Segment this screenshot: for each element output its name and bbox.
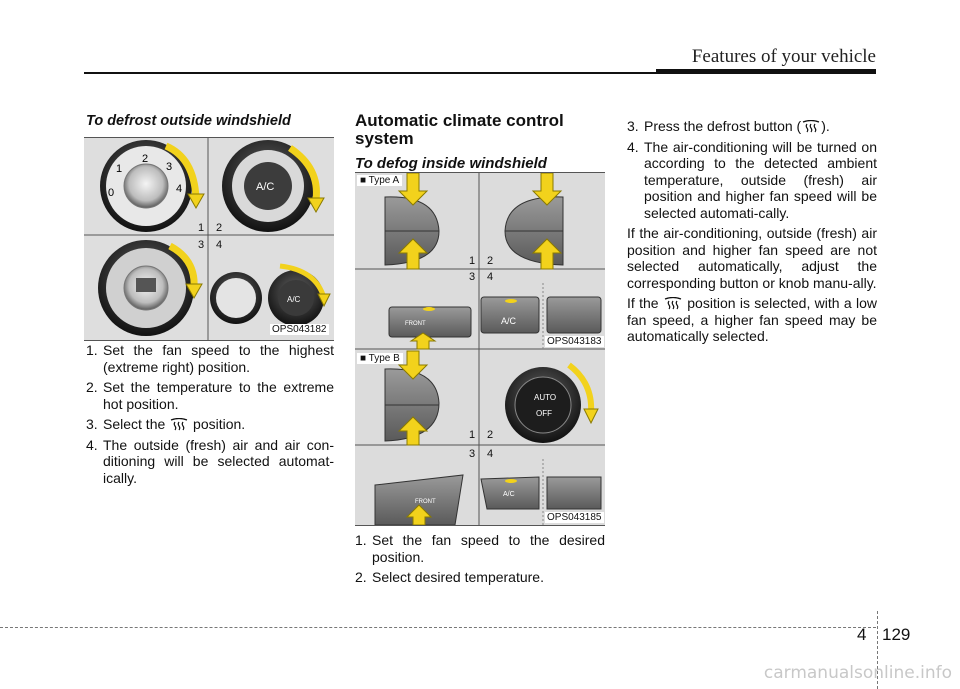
- auto-button-label: AUTO: [534, 393, 557, 402]
- front-button-label: FRONT: [405, 321, 426, 327]
- svg-text:2: 2: [142, 153, 148, 165]
- step-item: 1.Set the fan speed to the highest (extr…: [86, 342, 334, 375]
- section-heading: Automatic climate control system: [355, 111, 564, 148]
- fan-speed-knob: 0 1 2 3 4: [100, 140, 192, 232]
- step-item: 2.Select desired temperature.: [355, 569, 544, 585]
- cell-label-1: 1: [469, 429, 476, 441]
- mini-knobs: A/C: [210, 263, 331, 326]
- figure-code: OPS043182: [270, 324, 329, 335]
- sub-heading: To defog inside windshield: [355, 155, 547, 172]
- defrost-icon: [169, 418, 189, 431]
- cell-label-1: 1: [469, 255, 476, 267]
- left-steps: 1.Set the fan speed to the highest (extr…: [86, 342, 334, 490]
- svg-text:3: 3: [166, 161, 172, 173]
- right-column: 3.Press the defrost button (). 4.The air…: [627, 118, 877, 349]
- step-item: 4.The air-conditioning will be turned on…: [627, 138, 877, 221]
- body-paragraph: If the air-conditioning, outside (fresh)…: [627, 225, 877, 291]
- type-b-label: ■ Type B: [357, 353, 403, 364]
- footer-rule: [0, 627, 876, 628]
- step-item: 2.Set the temperature to the extreme hot…: [86, 379, 334, 412]
- step-item: 3.Select the position.: [86, 416, 246, 432]
- off-button-label: OFF: [536, 409, 552, 418]
- middle-figure-art: [355, 173, 605, 525]
- cell-label-4: 4: [487, 448, 494, 460]
- figure-code-a: OPS043183: [545, 336, 604, 347]
- temperature-knob: A/C: [222, 140, 314, 232]
- step-item: 4.The outside (fresh) air and air con-di…: [86, 436, 334, 486]
- running-header: Features of your vehicle: [691, 46, 876, 67]
- left-heading: To defrost outside windshield: [86, 113, 291, 129]
- left-column: To defrost outside windshield: [86, 113, 334, 130]
- left-figure: 0 1 2 3 4 A/C: [84, 137, 334, 341]
- middle-steps: 1.Set the fan speed to the desired posit…: [355, 532, 605, 590]
- cell-label-1: 1: [198, 222, 205, 234]
- defrost-icon: [801, 120, 821, 133]
- watermark: carmanualsonline.info: [763, 663, 952, 683]
- footer-divider: [877, 611, 878, 689]
- type-a-label: ■ Type A: [357, 175, 403, 186]
- ac-button-label: A/C: [503, 491, 515, 498]
- defrost-icon: [663, 297, 683, 310]
- header-rule-accent: [656, 69, 876, 74]
- svg-text:4: 4: [176, 183, 182, 195]
- left-figure-art: 0 1 2 3 4 A/C: [84, 138, 334, 340]
- step-item: 1.Set the fan speed to the desired posit…: [355, 532, 605, 565]
- svg-text:0: 0: [108, 187, 114, 199]
- svg-text:A/C: A/C: [256, 181, 274, 193]
- chapter-number: 4: [857, 625, 867, 644]
- svg-text:1: 1: [116, 163, 122, 175]
- mode-knob: [98, 240, 194, 336]
- step-item: 3.Press the defrost button ().: [627, 118, 830, 134]
- body-paragraph: If the position is selected, with a low …: [627, 295, 878, 344]
- front-button-label: FRONT: [415, 499, 436, 505]
- cell-label-2: 2: [487, 429, 494, 441]
- cell-label-4: 4: [216, 239, 223, 251]
- figure-code-b: OPS043185: [545, 512, 604, 523]
- header-rule: [84, 72, 876, 74]
- cell-label-2: 2: [487, 255, 494, 267]
- cell-label-3: 3: [469, 271, 476, 283]
- middle-column: Automatic climate control system To defo…: [355, 112, 605, 173]
- cell-label-4: 4: [487, 271, 494, 283]
- ac-button-label: A/C: [501, 316, 517, 326]
- svg-text:A/C: A/C: [287, 295, 301, 304]
- cell-label-3: 3: [198, 239, 205, 251]
- page-number: 129: [882, 625, 911, 644]
- cell-label-3: 3: [469, 448, 476, 460]
- middle-figure: ■ Type A ■ Type B 1 2 3 4 1 2 3 4 FRONT …: [355, 172, 605, 526]
- cell-label-2: 2: [216, 222, 223, 234]
